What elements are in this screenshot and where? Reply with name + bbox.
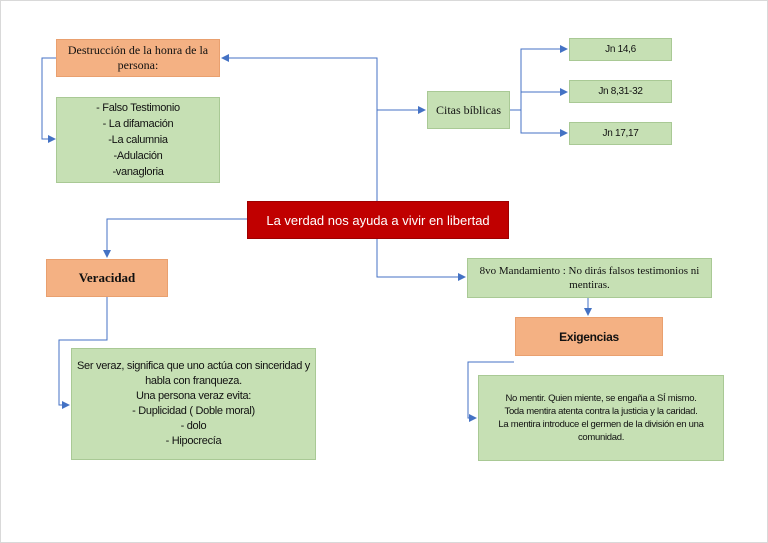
mandamiento-text: 8vo Mandamiento : No dirás falsos testim… (479, 265, 700, 291)
veracidad-text-box: Ser veraz, significa que uno actúa con s… (71, 348, 316, 460)
connector-veracidad-text (58, 297, 108, 409)
veracidad-line: Una persona veraz evita: (135, 390, 252, 402)
veracidad-line: Ser veraz, significa que uno actúa con s… (77, 360, 310, 372)
veracidad-title: Veracidad (78, 270, 136, 285)
mandamiento-box: 8vo Mandamiento : No dirás falsos testim… (467, 258, 712, 298)
citas-title: Citas bíblicas (436, 102, 501, 117)
connector-citas-ref3 (520, 110, 568, 137)
destruccion-item: -vanagloria (112, 166, 164, 178)
exigencias-title-box: Exigencias (515, 317, 663, 356)
connector-destruccion-list (41, 57, 56, 143)
destruccion-item: - La difamación (102, 118, 174, 130)
connector-citas-ref2 (520, 91, 567, 110)
veracidad-title-box: Veracidad (46, 259, 168, 297)
connector-central-mandamiento (376, 239, 466, 281)
veracidad-line: habla con franqueza. (145, 375, 242, 387)
connector-citas-ref1 (510, 45, 568, 111)
exigencias-line: comunidad. (577, 432, 625, 443)
cita-ref: Jn 14,6 (605, 44, 636, 55)
cita-ref: Jn 17,17 (602, 128, 639, 139)
exigencias-line: No mentir. Quien miente, se engaña a SÍ … (505, 393, 697, 404)
destruccion-item: -La calumnia (108, 134, 168, 146)
destruccion-title-box: Destrucción de la honra de la persona: (56, 39, 220, 77)
exigencias-title: Exigencias (559, 329, 619, 344)
connector-central-destruccion (221, 54, 378, 201)
citas-box: Citas bíblicas (427, 91, 510, 129)
destruccion-item: -Adulación (113, 150, 163, 162)
central-topic: La verdad nos ayuda a vivir en libertad (247, 201, 509, 239)
cita-ref-box: Jn 8,31-32 (569, 80, 672, 103)
cita-ref-box: Jn 17,17 (569, 122, 672, 145)
cita-ref: Jn 8,31-32 (598, 86, 643, 97)
exigencias-text-box: No mentir. Quien miente, se engaña a SÍ … (478, 375, 724, 461)
veracidad-line: - Hipocrecía (165, 435, 222, 447)
veracidad-line: - dolo (180, 420, 207, 432)
central-topic-label: La verdad nos ayuda a vivir en libertad (266, 212, 490, 228)
connector-central-veracidad (103, 218, 247, 258)
destruccion-title: Destrucción de la honra de la persona: (67, 43, 209, 72)
destruccion-list-box: - Falso Testimonio - La difamación -La c… (56, 97, 220, 183)
cita-ref-box: Jn 14,6 (569, 38, 672, 61)
destruccion-item: - Falso Testimonio (96, 102, 180, 114)
veracidad-line: - Duplicidad ( Doble moral) (132, 405, 255, 417)
exigencias-line: La mentira introduce el germen de la div… (498, 419, 704, 430)
connector-exigencias-text (467, 361, 514, 422)
exigencias-line: Toda mentira atenta contra la justicia y… (504, 406, 698, 417)
